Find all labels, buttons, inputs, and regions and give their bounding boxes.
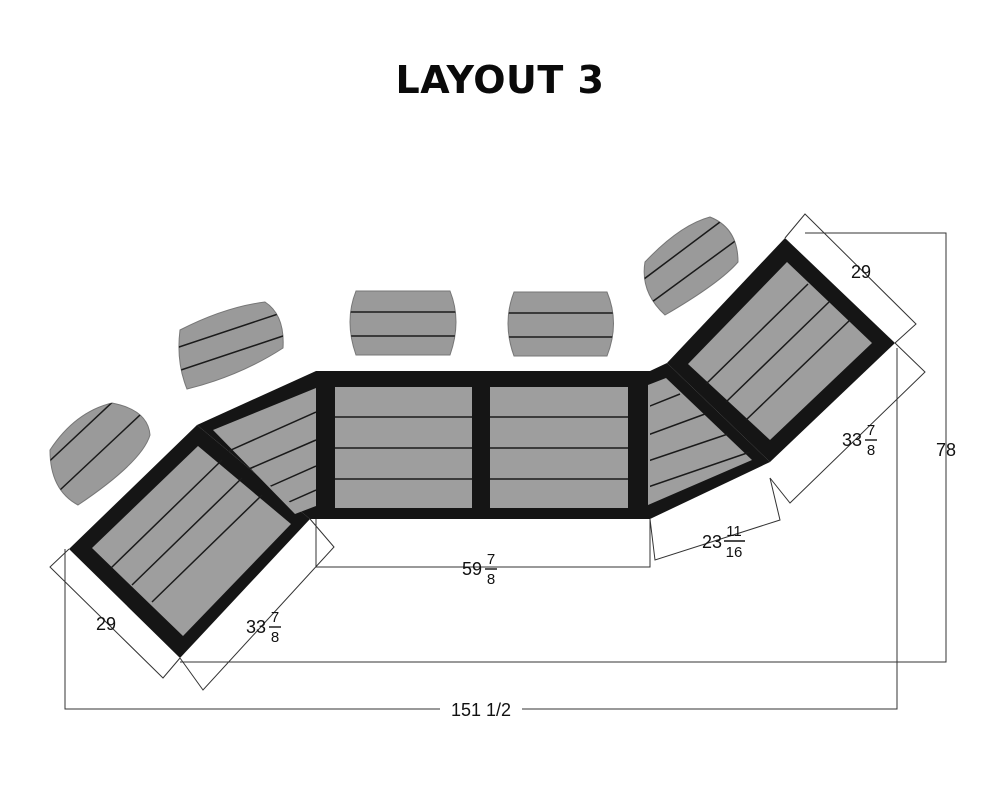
dim-center-width: 59 7 8 bbox=[462, 551, 497, 588]
table-section-right-end bbox=[667, 238, 895, 462]
table-section-center bbox=[316, 371, 650, 519]
dim-left-side-whole: 33 bbox=[246, 617, 266, 637]
dim-right-side-den: 8 bbox=[867, 442, 875, 459]
page-title: LAYOUT 3 bbox=[395, 58, 605, 102]
chair-center-right bbox=[507, 291, 614, 357]
dim-center-width-whole: 59 bbox=[462, 559, 482, 579]
dim-right-side-whole: 33 bbox=[842, 430, 862, 450]
dim-right-side: 33 7 8 bbox=[842, 422, 877, 459]
dim-left-depth: 29 bbox=[96, 614, 116, 634]
dim-left-side: 33 7 8 bbox=[246, 609, 281, 646]
dim-right-corner: 23 11 16 bbox=[702, 523, 745, 561]
dim-right-side-num: 7 bbox=[867, 422, 875, 439]
dim-overall-height: 78 bbox=[936, 440, 956, 460]
chair-left-angle bbox=[178, 301, 284, 390]
dim-right-corner-den: 16 bbox=[726, 544, 743, 561]
table-section-right-corner bbox=[648, 363, 770, 519]
chair-right-end bbox=[643, 216, 739, 316]
chair-left-end bbox=[49, 402, 151, 506]
chair-center-left bbox=[349, 290, 457, 356]
dim-center-width-num: 7 bbox=[487, 551, 495, 568]
dim-left-side-num: 7 bbox=[271, 609, 279, 626]
dim-left-side-den: 8 bbox=[271, 629, 279, 646]
dim-right-corner-num: 11 bbox=[726, 523, 742, 540]
dimension-lines bbox=[49, 213, 947, 710]
dim-right-depth: 29 bbox=[851, 262, 871, 282]
dim-right-corner-whole: 23 bbox=[702, 532, 722, 552]
dim-center-width-den: 8 bbox=[487, 571, 495, 588]
table-section-left-corner bbox=[197, 371, 316, 519]
table-section-left-end bbox=[69, 425, 310, 658]
dim-overall-width: 151 1/2 bbox=[451, 700, 511, 720]
